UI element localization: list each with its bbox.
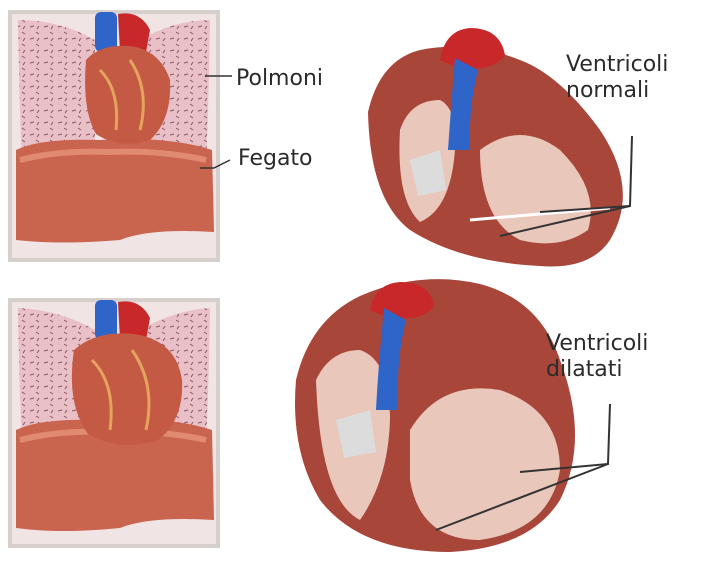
thorax-panel-top (8, 10, 232, 262)
heart-section-dilated (295, 279, 610, 552)
label-dilated-ventricles: Ventricoli dilatati (546, 331, 648, 383)
vena-cava (95, 12, 117, 52)
label-dilated-line2: dilatati (546, 357, 648, 383)
label-dilated-line1: Ventricoli (546, 331, 648, 357)
heart (85, 46, 170, 144)
label-liver: Fegato (238, 146, 313, 172)
label-normal-line1: Ventricoli (566, 52, 668, 78)
label-normal-ventricles: Ventricoli normali (566, 52, 668, 104)
thorax-panel-bottom (8, 298, 220, 548)
label-normal-line2: normali (566, 78, 668, 104)
label-lungs: Polmoni (236, 66, 323, 92)
